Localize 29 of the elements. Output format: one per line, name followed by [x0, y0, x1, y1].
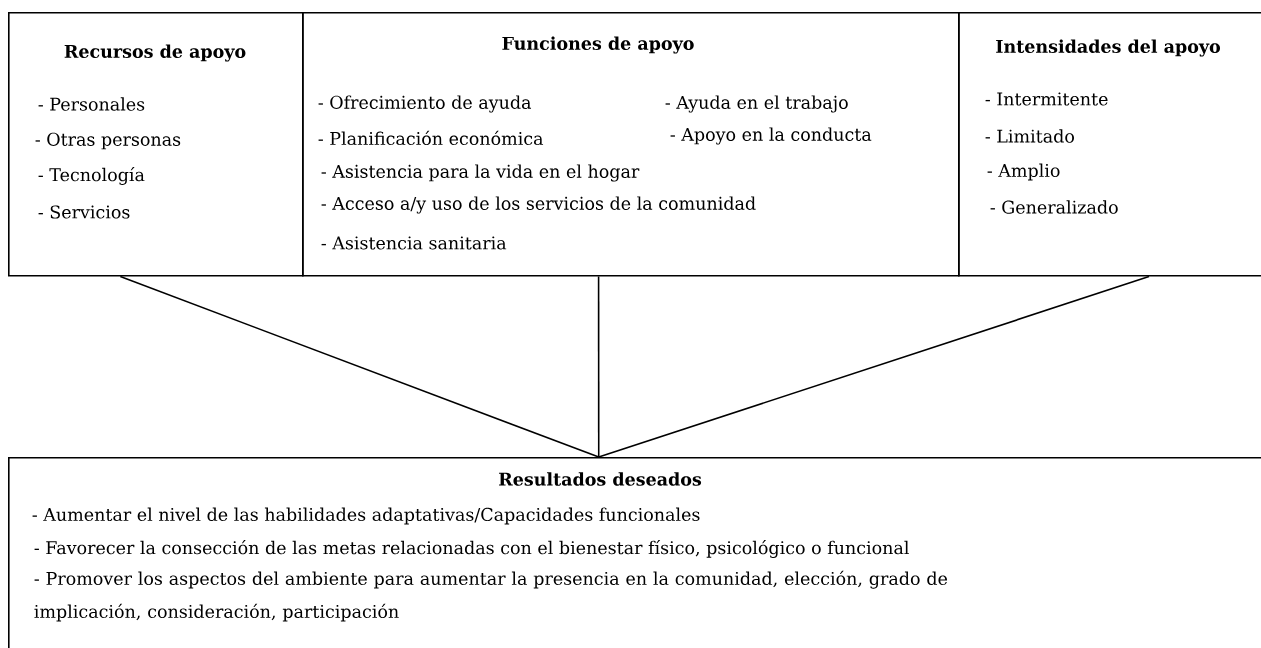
- list-item: - Tecnología: [38, 167, 145, 185]
- box-heading: Funciones de apoyo: [502, 36, 694, 54]
- list-item: - Amplio: [987, 163, 1060, 181]
- list-item: - Generalizado: [990, 200, 1118, 214]
- box-heading: Intensidades del apoyo: [996, 39, 1220, 57]
- connector-line: [597, 275, 600, 458]
- text-box: [302, 12, 960, 277]
- text-box: [8, 457, 1261, 648]
- list-item: - Aumentar el nivel de las habilidades adaptativas/Capacidades funcionales: [32, 507, 700, 525]
- box-heading: Resultados deseados: [499, 472, 702, 486]
- list-item: - Limitado: [985, 129, 1074, 143]
- list-item: - Asistencia para la vida en el hogar: [321, 164, 640, 182]
- list-item: - Personales: [38, 97, 145, 111]
- list-item: - Ofrecimiento de ayuda: [318, 95, 532, 113]
- list-item: - Asistencia sanitaria: [321, 236, 507, 250]
- text-box: [8, 12, 304, 277]
- list-item: - Otras personas: [35, 132, 181, 150]
- box-heading: Recursos de apoyo: [64, 44, 246, 62]
- connector-line: [119, 275, 600, 458]
- list-item: - Planificación económica: [318, 130, 544, 146]
- list-item: - Ayuda en el trabajo: [665, 95, 848, 113]
- list-item: - Acceso a/y uso de los servicios de la comunidad: [321, 196, 756, 214]
- list-item: - Apoyo en la conducta: [670, 127, 872, 145]
- list-item: - Intermitente: [985, 92, 1108, 106]
- text-box: [958, 12, 1261, 277]
- list-item: - Servicios: [38, 205, 130, 219]
- list-item: - Favorecer la consección de las metas relacionadas con el bienestar físico, psicológico o funcional: [34, 540, 909, 558]
- connector-line: [597, 275, 1150, 458]
- list-item: - Promover los aspectos del ambiente para aumentar la presencia en la comunidad, elección, grado de implicación, consideración, participación: [34, 570, 948, 622]
